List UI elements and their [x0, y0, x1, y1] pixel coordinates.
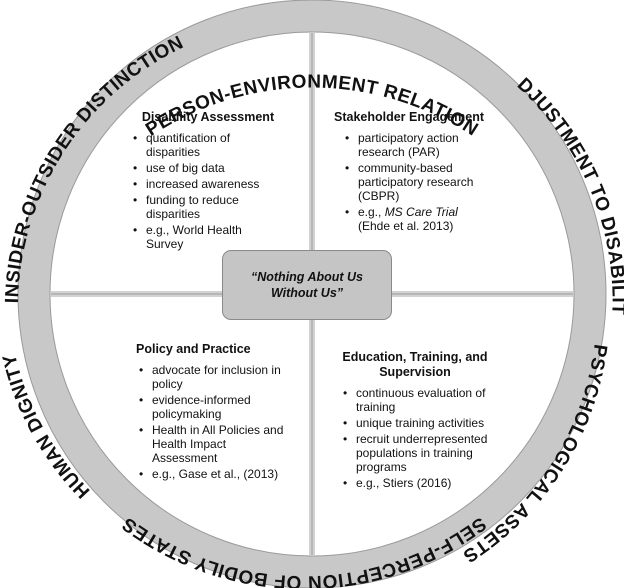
center-motto-line-1: “Nothing About Us: [250, 270, 363, 284]
outer-ring: [18, 0, 606, 588]
bullet-list: advocate for inclusion in policy evidenc…: [122, 363, 292, 481]
inner-ring-edge: [49, 31, 575, 557]
quadrant-title: Stakeholder Engagement: [334, 110, 485, 124]
quadrant-policy-and-practice: Policy and Practice advocate for inclusi…: [122, 342, 298, 483]
quadrant-title: Policy and Practice: [136, 342, 251, 356]
quadrant-education-training-supervision: Education, Training, and Supervision con…: [326, 350, 516, 492]
quadrant-title: Education, Training, and Supervision: [342, 350, 488, 379]
list-item: community-based participatory research (…: [345, 161, 488, 203]
list-item: e.g., Stiers (2016): [343, 476, 516, 490]
list-item: participatory action research (PAR): [345, 131, 488, 159]
list-item: recruit underrepresented populations in …: [343, 432, 516, 474]
list-item: funding to reduce disparities: [133, 193, 266, 221]
bullet-list: participatory action research (PAR) comm…: [328, 131, 488, 233]
list-item: e.g., Gase et al., (2013): [139, 467, 292, 481]
list-item: Health in All Policies and Health Impact…: [139, 423, 292, 465]
quadrant-disability-assessment: Disability Assessment quantification of …: [118, 110, 298, 253]
quadrant-stakeholder-engagement: Stakeholder Engagement participatory act…: [328, 110, 498, 235]
list-item: use of big data: [133, 161, 266, 175]
list-item: increased awareness: [133, 177, 266, 191]
bullet-list: continuous evaluation of training unique…: [326, 386, 516, 490]
outer-ring-edge: [17, 0, 607, 588]
list-item: quantification of disparities: [133, 131, 266, 159]
bullet-list: quantification of disparities use of big…: [118, 131, 266, 251]
list-item: advocate for inclusion in policy: [139, 363, 292, 391]
list-item: continuous evaluation of training: [343, 386, 516, 414]
center-motto-line-2: Without Us”: [270, 286, 344, 300]
example-suffix: (Ehde et al. 2013): [358, 219, 454, 233]
quadrant-title: Disability Assessment: [141, 110, 275, 124]
list-item: unique training activities: [343, 416, 516, 430]
list-item: e.g., World Health Survey: [133, 223, 266, 251]
center-motto-box: “Nothing About Us Without Us”: [222, 250, 392, 320]
list-item: evidence-informed policymaking: [139, 393, 292, 421]
example-title: MS Care Trial: [384, 205, 458, 219]
list-item: e.g., MS Care Trial (Ehde et al. 2013): [345, 205, 488, 233]
example-prefix: e.g.,: [358, 205, 385, 219]
